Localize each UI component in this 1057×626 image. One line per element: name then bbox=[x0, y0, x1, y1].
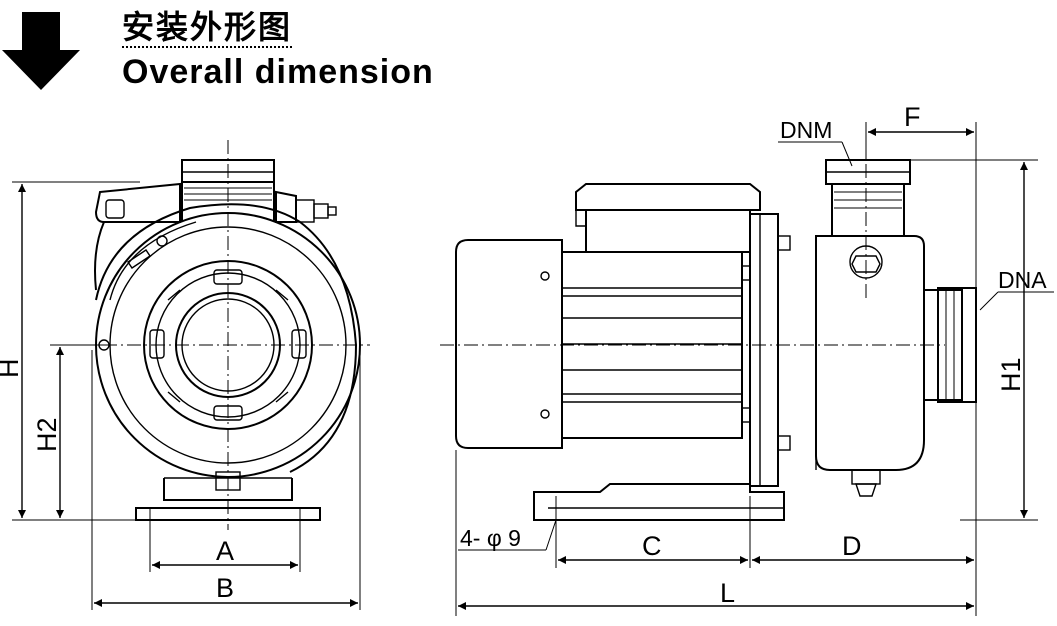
label-L: L bbox=[720, 578, 735, 608]
label-D: D bbox=[842, 531, 862, 561]
label-DNA: DNA bbox=[998, 267, 1047, 293]
label-F: F bbox=[904, 102, 921, 132]
title-english: Overall dimension bbox=[122, 53, 434, 91]
label-holes: 4- φ 9 bbox=[460, 525, 521, 551]
title-chinese: 安装外形图 bbox=[122, 8, 293, 48]
label-C: C bbox=[642, 531, 662, 561]
label-H1: H1 bbox=[996, 357, 1026, 392]
label-H2: H2 bbox=[32, 417, 62, 452]
label-H: H bbox=[0, 359, 24, 379]
down-arrow-icon bbox=[2, 12, 80, 90]
label-B: B bbox=[216, 573, 234, 603]
label-DNM: DNM bbox=[780, 117, 832, 143]
side-view bbox=[440, 122, 1054, 616]
header: 安装外形图 Overall dimension bbox=[0, 0, 520, 100]
front-view bbox=[12, 140, 370, 610]
label-A: A bbox=[216, 536, 234, 566]
